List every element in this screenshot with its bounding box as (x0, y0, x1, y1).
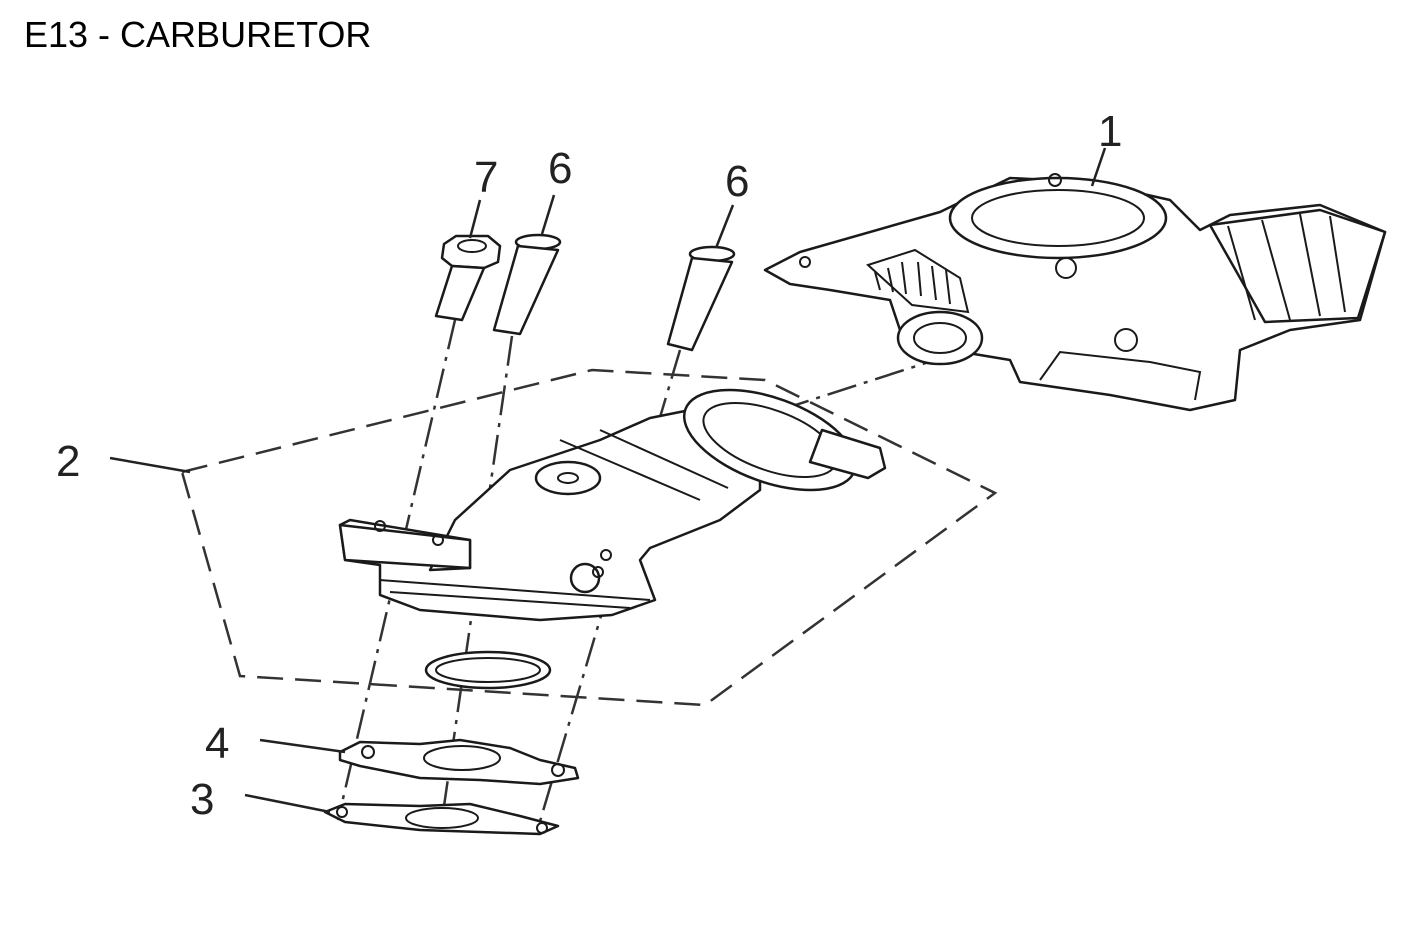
callout-1: 1 (1098, 107, 1122, 156)
insulator-spacer (338, 738, 580, 786)
callout-4: 4 (205, 719, 229, 768)
part-2-group-boundary (180, 368, 998, 707)
gasket (323, 802, 560, 836)
flange-bolt (434, 234, 502, 322)
callout-6-left: 6 (548, 144, 572, 193)
callout-7: 7 (474, 153, 498, 202)
callout-6-right: 6 (725, 157, 749, 206)
stud-bolt-right (666, 245, 736, 352)
callout-3: 3 (190, 775, 214, 824)
leader-lines (109, 147, 1107, 814)
intake-manifold (338, 388, 887, 622)
carburetor-body (763, 173, 1387, 412)
page-title: E13 - CARBURETOR (24, 14, 372, 55)
stud-bolt-left (492, 233, 562, 336)
callout-2: 2 (56, 437, 80, 486)
